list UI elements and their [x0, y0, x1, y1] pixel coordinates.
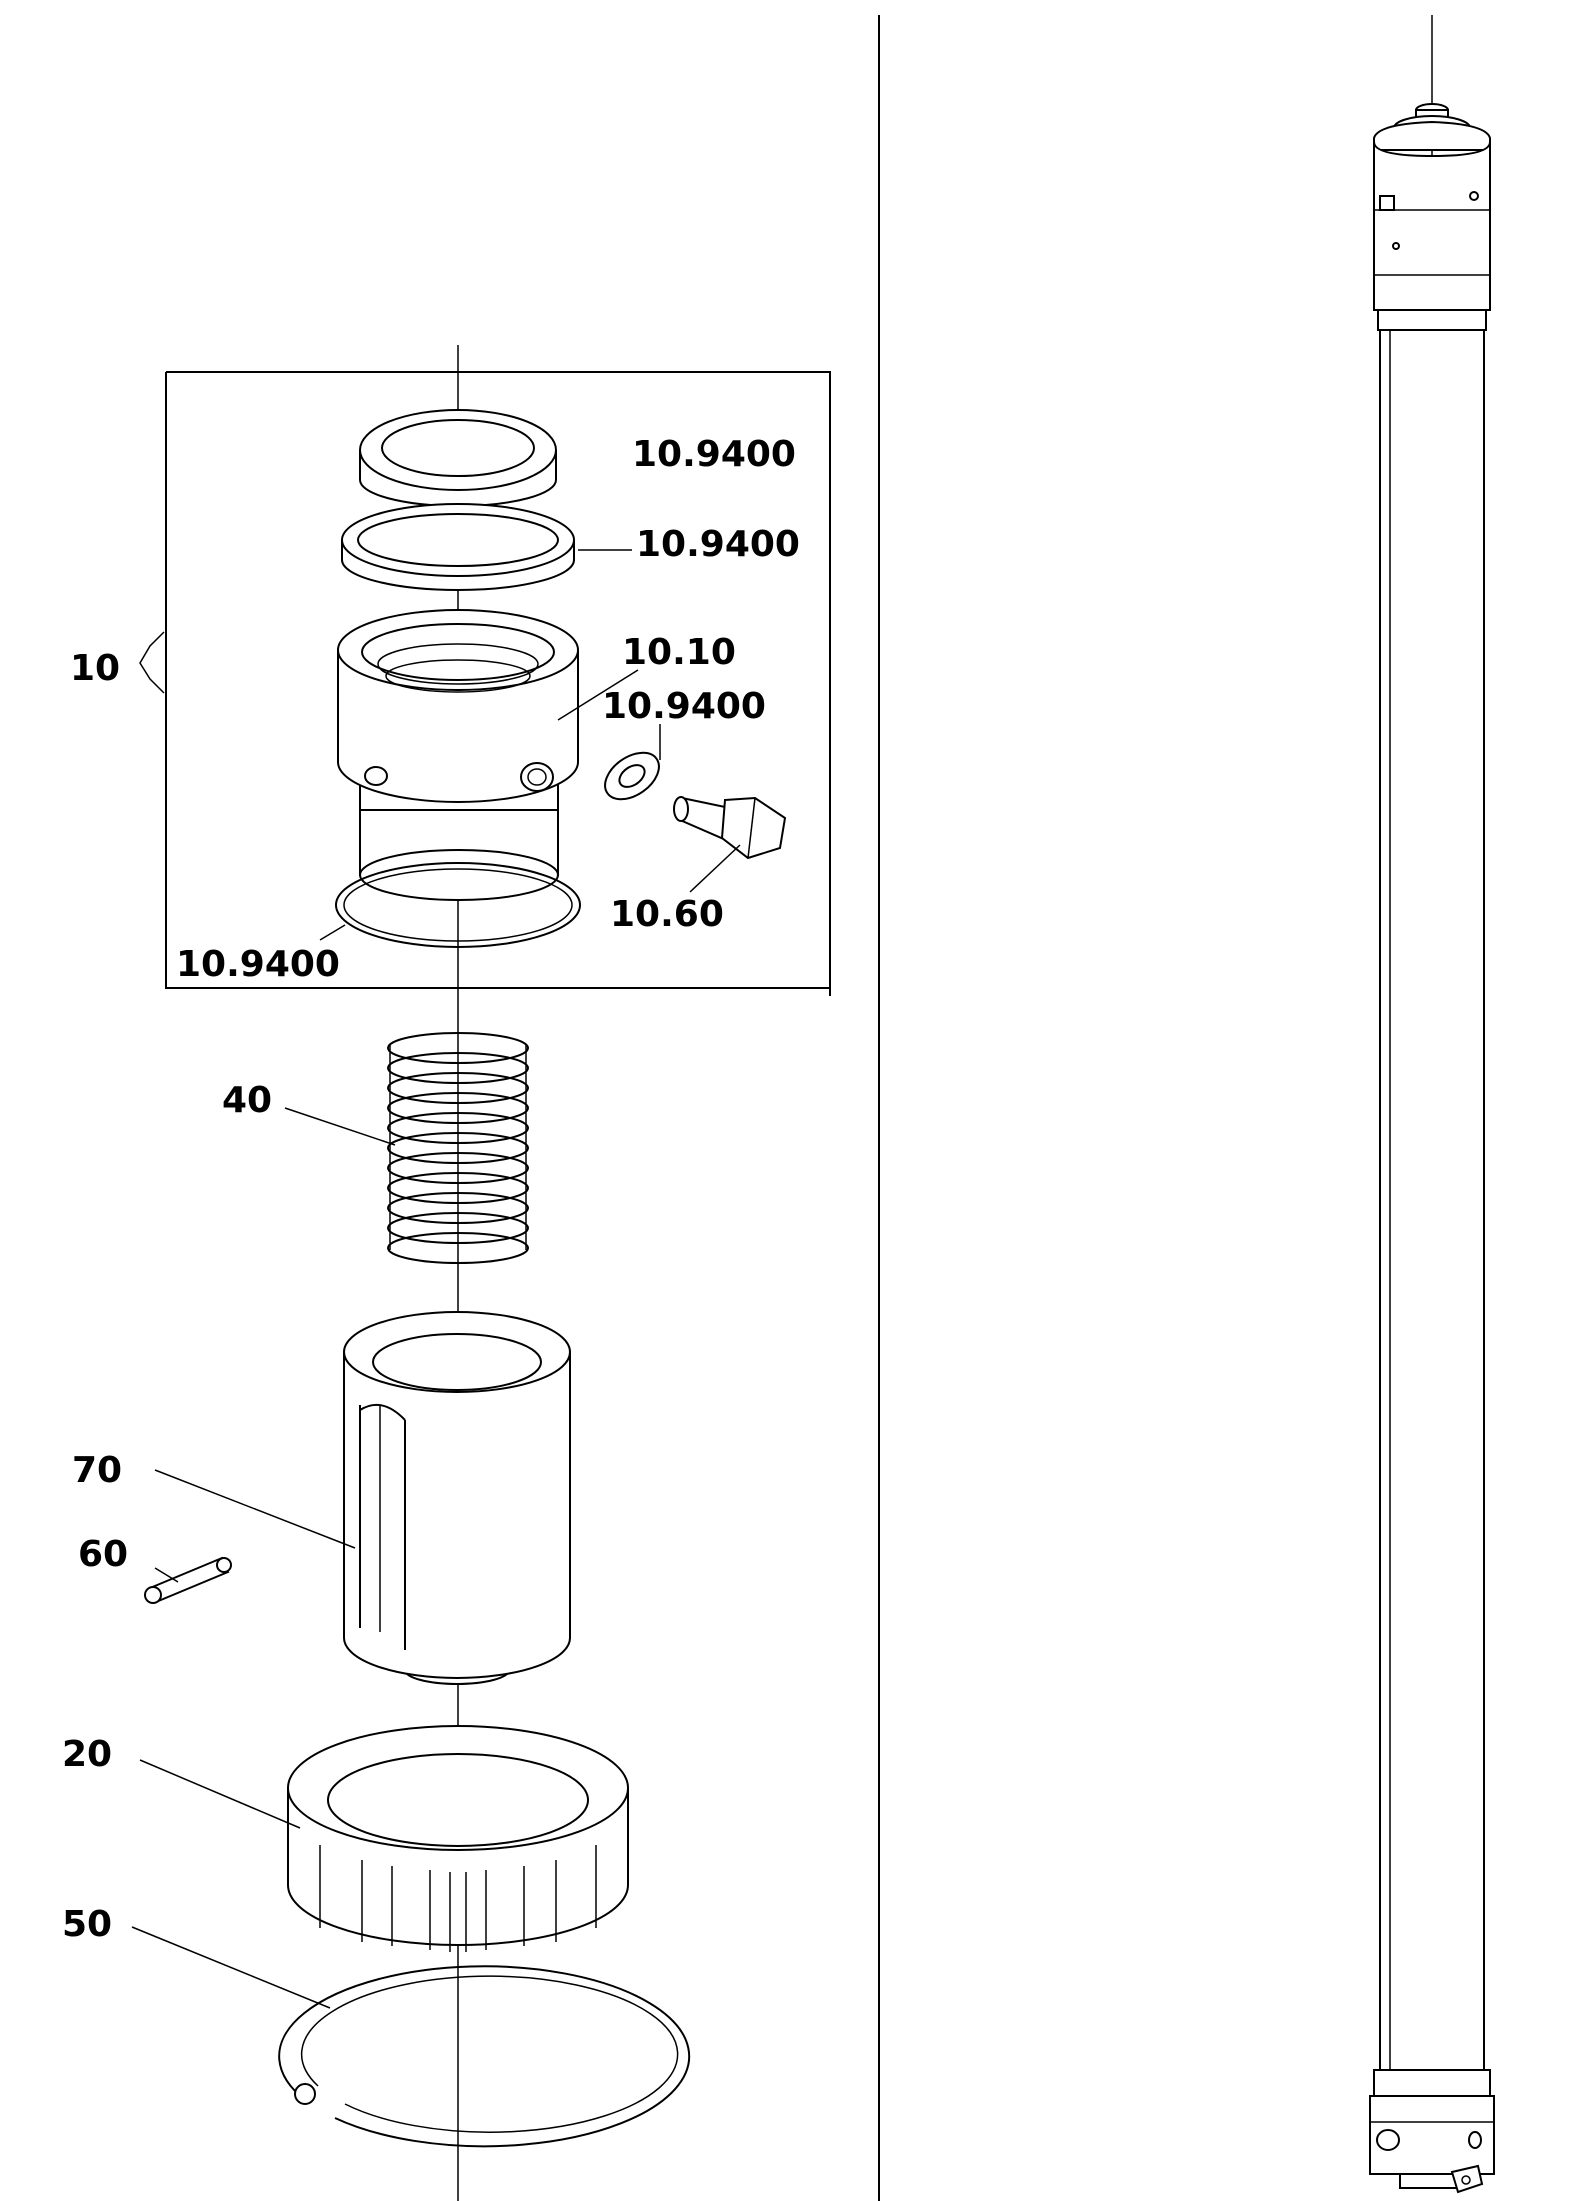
- label-top-seal: 10.9400: [632, 434, 796, 475]
- label-pin: 60: [78, 1534, 128, 1575]
- label-washer: 10.9400: [602, 686, 766, 727]
- label-group-10: 10: [70, 648, 120, 689]
- circlip-part: [278, 1965, 691, 2148]
- group-box-left: [165, 372, 830, 989]
- sleeve-part: [343, 1311, 571, 1685]
- label-circlip: 50: [62, 1904, 112, 1945]
- washer-part: [604, 751, 660, 801]
- spring-part: [387, 1032, 529, 1264]
- nut-part: [287, 1725, 629, 1952]
- label-spring: 40: [222, 1080, 272, 1121]
- top-seal-part: [359, 409, 557, 507]
- assembled-column: [1369, 15, 1495, 2194]
- top-ring-part: [341, 503, 575, 591]
- label-body: 10.10: [622, 632, 736, 673]
- group-box-right: [166, 371, 831, 996]
- bottom-oring-inner: [343, 868, 573, 942]
- label-bottom-oring: 10.9400: [176, 944, 340, 985]
- screw-part: [673, 796, 787, 860]
- bottom-oring-part: [335, 862, 581, 948]
- label-screw: 10.60: [610, 894, 724, 935]
- body-part: [337, 609, 579, 901]
- leader-lines: [131, 549, 741, 2009]
- label-sleeve: 70: [72, 1450, 122, 1491]
- label-top-ring: 10.9400: [636, 524, 800, 565]
- group-bracket: [139, 631, 165, 694]
- pin-part: [144, 1556, 232, 1604]
- label-nut: 20: [62, 1734, 112, 1775]
